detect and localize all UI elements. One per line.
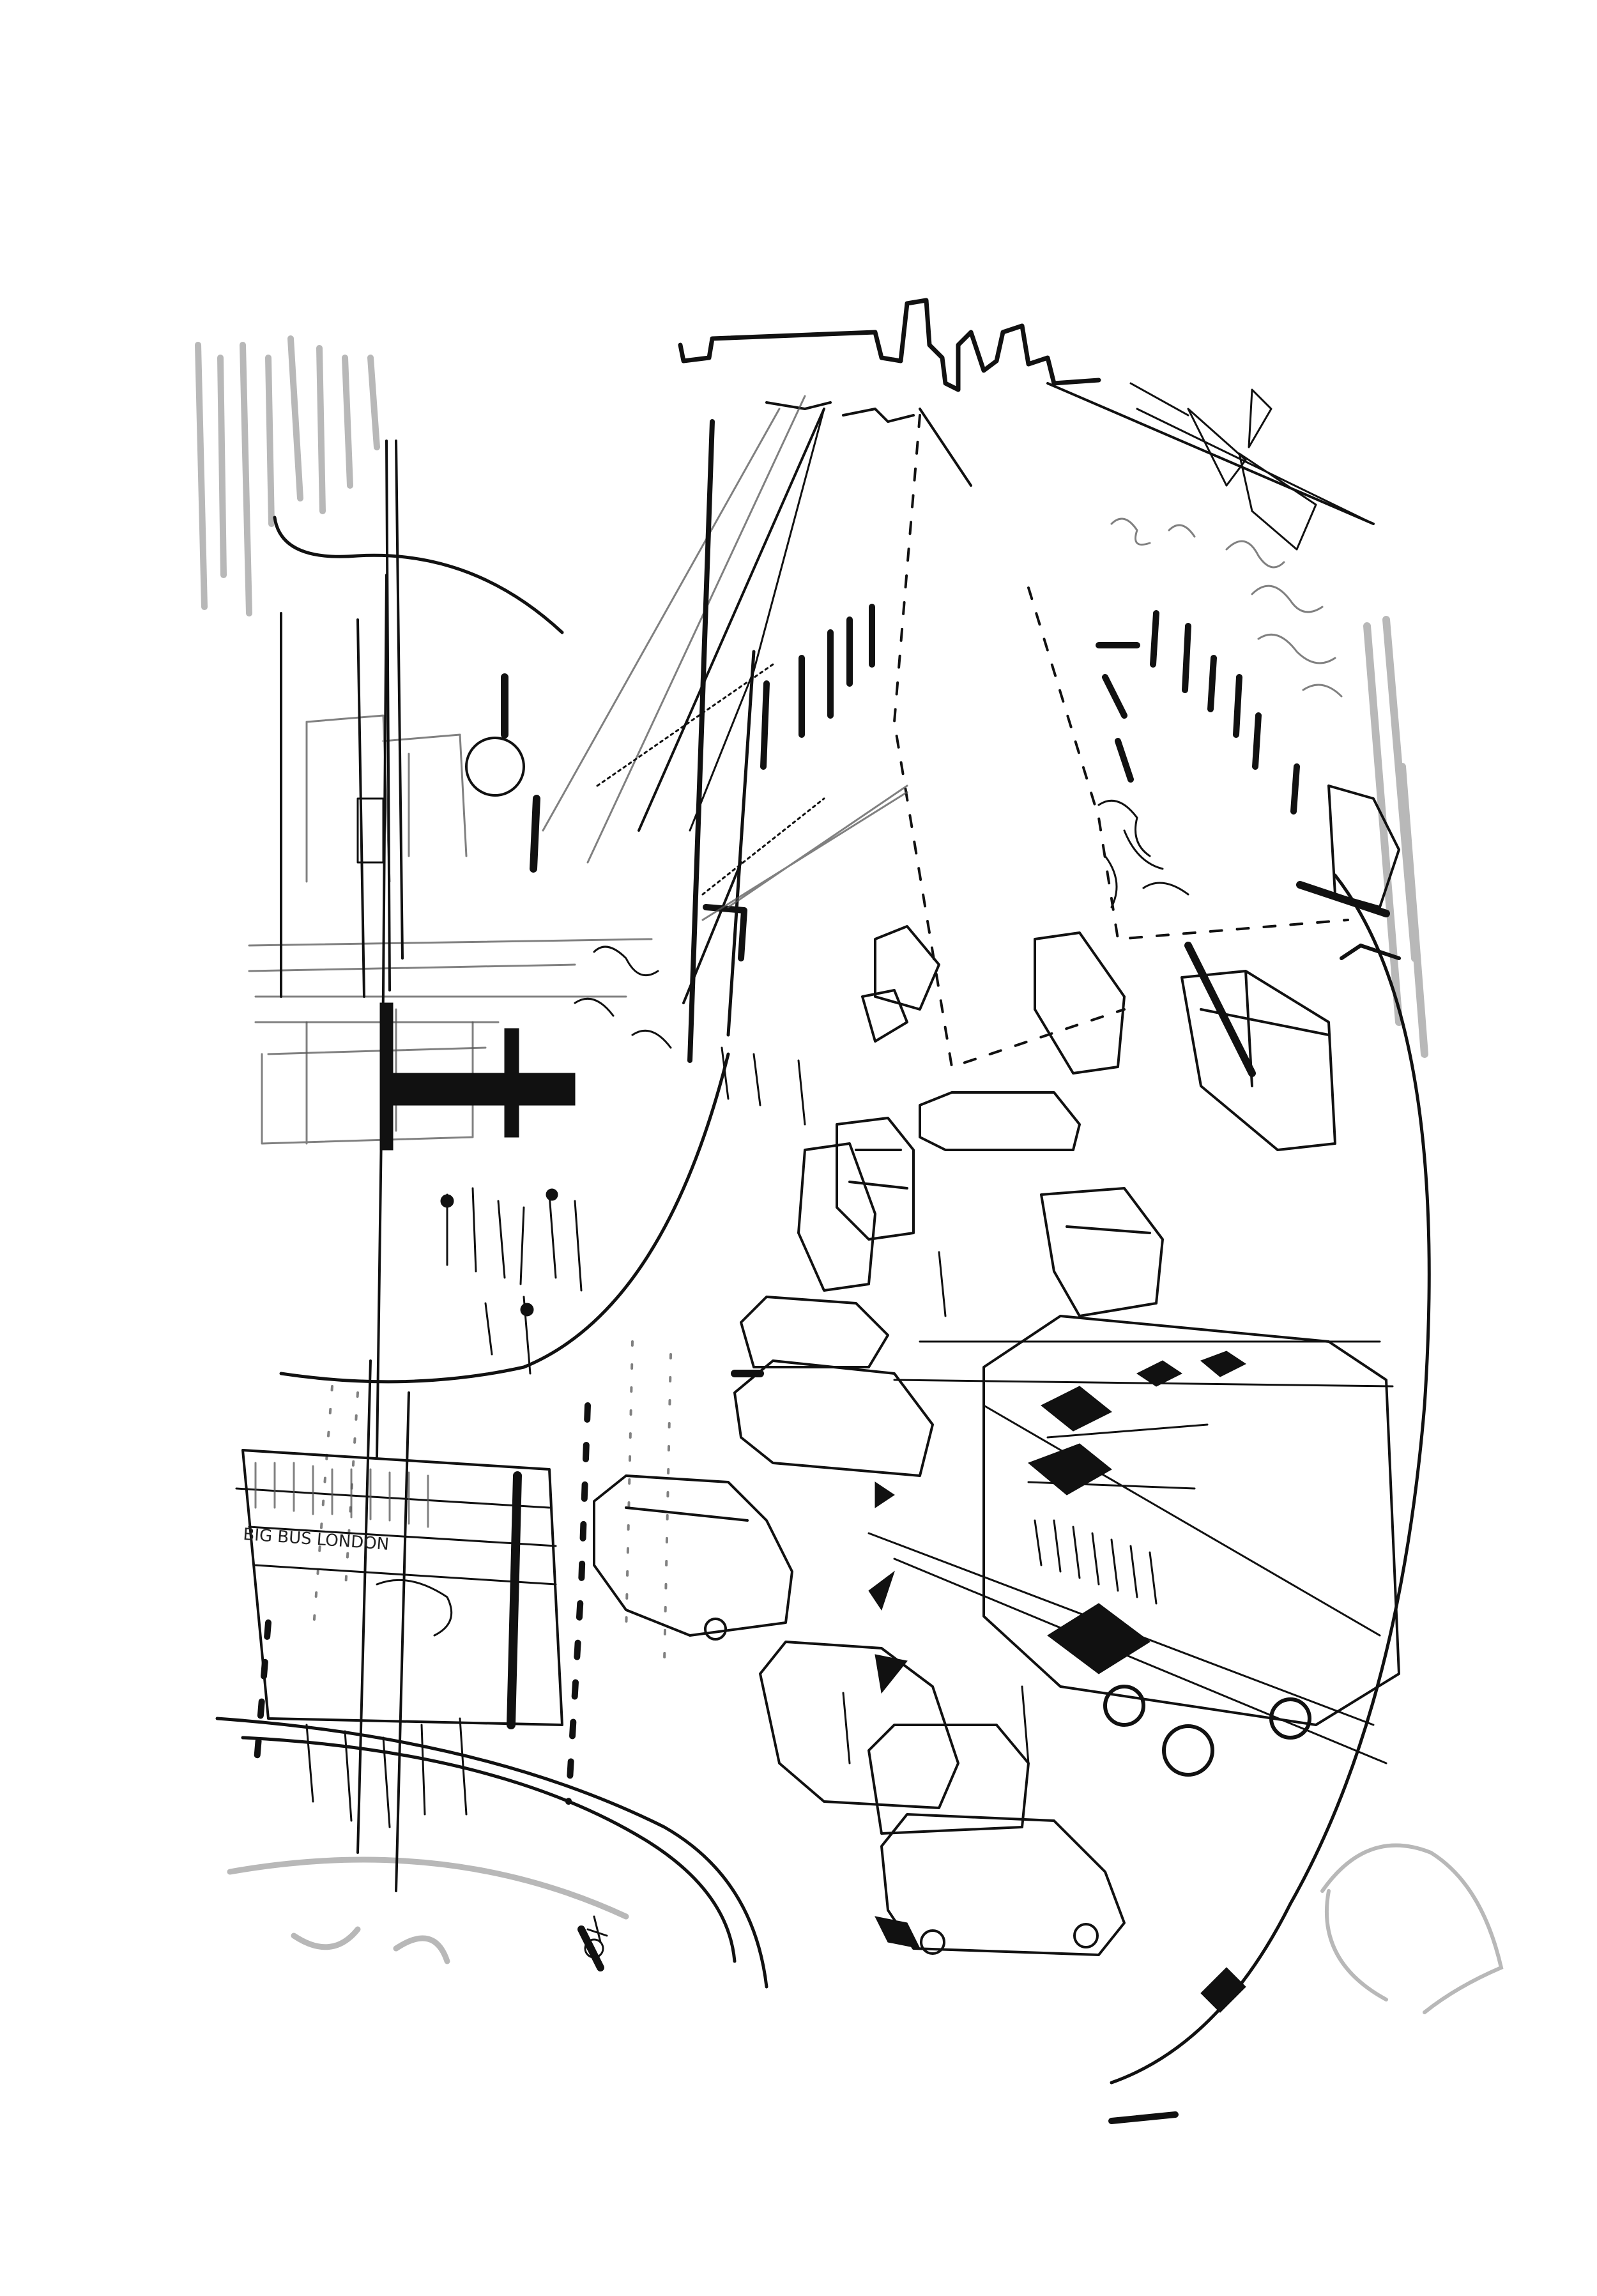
- cyclist: [584, 1915, 608, 1959]
- traffic-cars: [593, 1091, 1164, 1956]
- pedestrian-crowds: [305, 517, 1343, 1828]
- right-bollards: [1150, 610, 1401, 960]
- left-buildings: [248, 440, 653, 1892]
- graphite-shading: [195, 335, 1504, 2014]
- street-perspective-lines: [542, 382, 1375, 1068]
- turning-bus: [867, 1315, 1400, 1777]
- bus-side-lettering: BIG BUS LONDON: [243, 1525, 390, 1554]
- tour-bus: BIG BUS LONDON: [235, 1449, 563, 1729]
- black-gantry: [379, 904, 747, 1151]
- left-colonnade: [596, 604, 908, 921]
- distant-skyline: [678, 298, 1101, 423]
- upper-right-vehicles: [861, 784, 1400, 1151]
- lamp-poles: [682, 419, 756, 1063]
